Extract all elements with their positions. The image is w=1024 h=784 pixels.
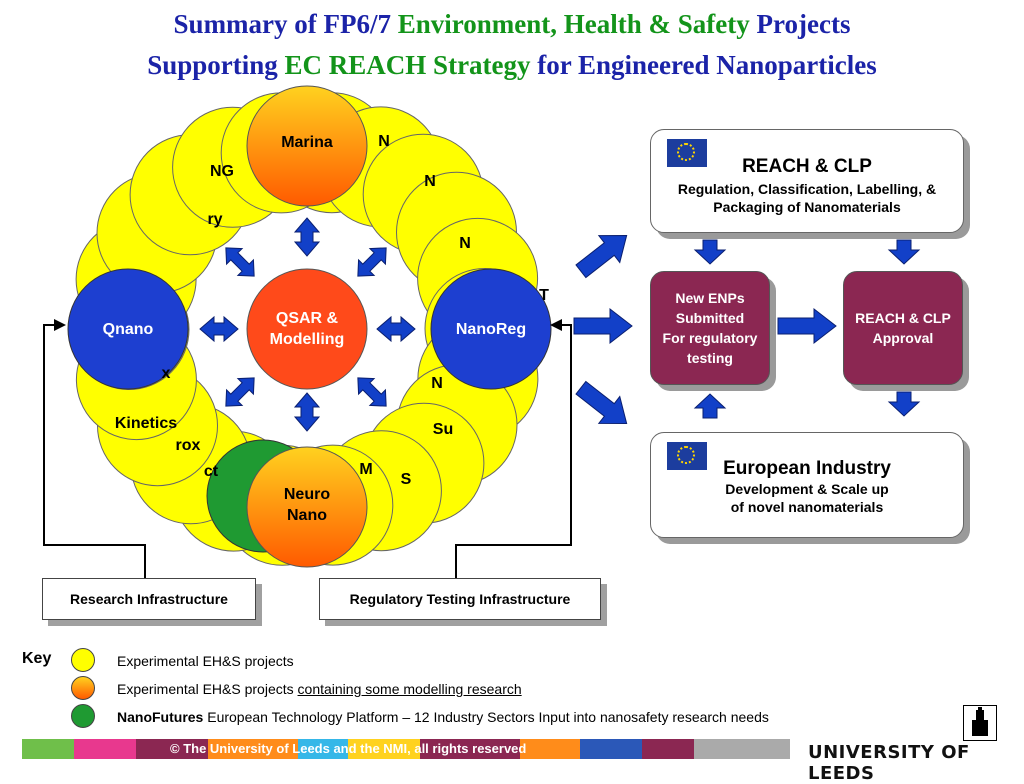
footer-strip-segment — [298, 739, 348, 759]
page-title-line2: Supporting EC REACH Strategy for Enginee… — [147, 50, 877, 80]
key-item-3: NanoFutures European Technology Platform… — [117, 709, 769, 725]
neuronano-label: Neuro Nano — [283, 486, 331, 524]
footer-strip-segment — [420, 739, 520, 759]
industry-subtitle-1: Development & Scale up — [725, 481, 889, 497]
ring-partial-label: M — [359, 460, 373, 478]
footer-strip-segment — [642, 739, 694, 759]
university-logo — [963, 705, 997, 741]
key-yellow-dot — [71, 648, 95, 672]
key-item-2: Experimental EH&S projects containing so… — [117, 681, 522, 697]
footer-strip-segment — [208, 739, 298, 759]
new-enps-line2: Submitted — [675, 310, 745, 326]
footer-strip-segment — [22, 739, 74, 759]
approval-line2: Approval — [872, 330, 934, 346]
key-green-dot — [71, 704, 95, 728]
qnano-label: Qnano — [102, 320, 154, 338]
qnano-circle[interactable] — [67, 268, 189, 390]
eu-flag-icon — [667, 139, 707, 167]
diagram-canvas — [43, 85, 921, 578]
footer-strip-segment — [520, 739, 580, 759]
footer-strip-segment — [74, 739, 136, 759]
ring-partial-label: N — [424, 172, 436, 190]
approval-box: REACH & CLP Approval — [843, 271, 963, 385]
ring-partial-label: ry — [207, 210, 223, 228]
new-enps-line3: For regulatory — [662, 330, 758, 346]
european-industry-box: European Industry Development & Scale up… — [650, 432, 964, 538]
footer-color-strip — [22, 739, 790, 759]
new-enps-line4: testing — [687, 350, 733, 366]
ring-partial-label: N — [378, 132, 390, 150]
footer-strip-segment — [694, 739, 790, 759]
key-title: Key — [22, 650, 52, 667]
ring-partial-label: x — [161, 364, 171, 382]
regulatory-infrastructure-box: Regulatory Testing Infrastructure — [319, 578, 601, 620]
ring-partial-label: S — [400, 470, 412, 488]
industry-title: European Industry — [723, 458, 891, 479]
qsar-label: QSAR & Modelling — [269, 310, 345, 348]
inner-arrows — [199, 217, 416, 432]
research-infrastructure-box: Research Infrastructure — [42, 578, 256, 620]
university-name: UNIVERSITY OF LEEDS — [808, 742, 970, 784]
diagonal-arrows — [225, 247, 387, 407]
neuronano-circle[interactable] — [246, 446, 368, 568]
footer-strip-segment — [348, 739, 420, 759]
key-item-1: Experimental EH&S projects — [117, 653, 294, 669]
ring-partial-label: Su — [432, 420, 454, 438]
marina-label: Marina — [281, 133, 333, 151]
key-orange-dot — [71, 676, 95, 700]
new-enps-line1: New ENPs — [675, 290, 745, 306]
reach-clp-box: REACH & CLP Regulation, Classification, … — [650, 129, 964, 233]
eu-flag-icon — [667, 442, 707, 470]
industry-subtitle-2: of novel nanomaterials — [730, 499, 884, 515]
reach-clp-title: REACH & CLP — [742, 156, 872, 177]
copyright-text: © The University of Leeds and the NMI, a… — [170, 741, 527, 756]
outward-arrows — [573, 235, 921, 424]
new-enps-box: New ENPs Submitted For regulatory testin… — [650, 271, 770, 385]
reach-clp-subtitle: Regulation, Classification, Labelling, &… — [677, 181, 937, 215]
ring-partial-label: NG — [210, 162, 234, 180]
ring-partial-label: Kinetics — [114, 414, 178, 432]
nanoreg-label: NanoReg — [455, 320, 527, 338]
approval-line1: REACH & CLP — [855, 310, 951, 326]
qsar-circle[interactable] — [246, 268, 368, 390]
ring-partial-label: N — [431, 374, 443, 392]
footer-strip-segment — [580, 739, 642, 759]
ring-partial-label: rox — [175, 436, 201, 454]
ring-partial-label: N — [459, 234, 471, 252]
marina-circle[interactable] — [246, 85, 368, 207]
ring-partial-label: ct — [203, 462, 219, 480]
connector-lines — [43, 319, 572, 578]
footer-strip-segment — [136, 739, 208, 759]
page-title-line1: Summary of FP6/7 Environment, Health & S… — [173, 9, 851, 39]
ring-partial-label: T — [539, 286, 549, 304]
